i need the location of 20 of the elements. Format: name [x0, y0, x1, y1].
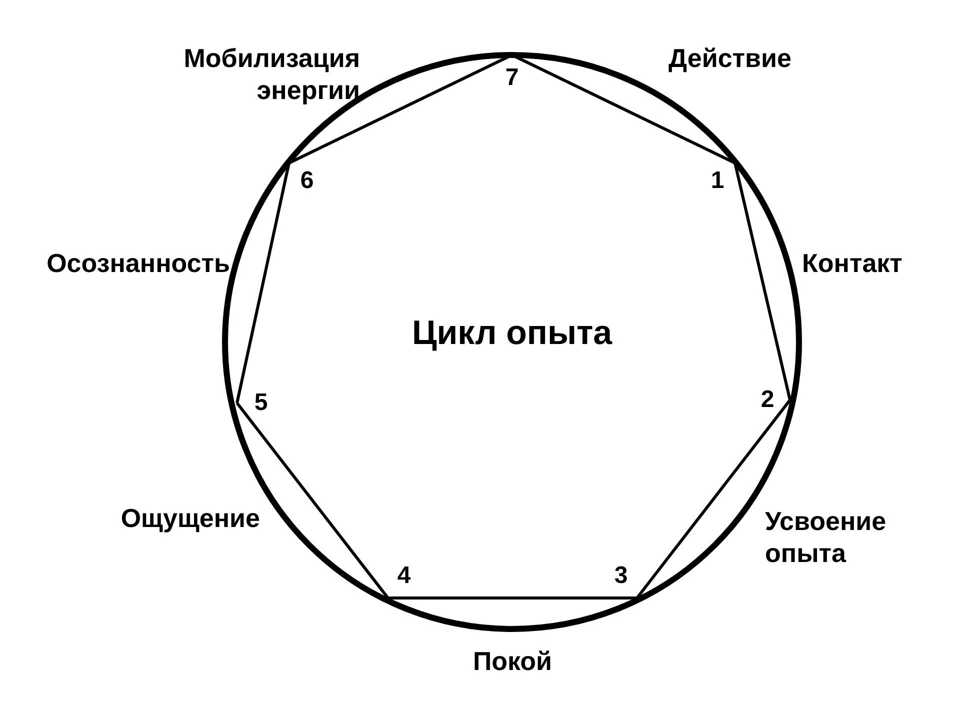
vertex-number: 2	[745, 380, 790, 420]
stage-label: Осознанность	[46, 247, 230, 279]
vertex-number: 5	[237, 383, 285, 423]
polygon-side	[734, 162, 792, 400]
vertex-number: 3	[605, 553, 637, 598]
stage-label: Мобилизация энергии	[182, 42, 360, 106]
stage-label: Действие	[668, 42, 792, 74]
vertex-number: 1	[700, 163, 735, 198]
stage-label: Ощущение	[120, 502, 260, 534]
vertex-number: 6	[289, 163, 325, 198]
polygon-side	[236, 162, 290, 404]
vertex-number: 4	[388, 553, 420, 598]
stage-label: Усвоение опыта	[765, 505, 888, 569]
cycle-title: Цикл опыта	[410, 314, 614, 353]
polygon-side	[236, 402, 390, 599]
stage-label: Покой	[472, 645, 554, 677]
polygon-side	[388, 596, 637, 600]
stage-label: Контакт	[802, 247, 904, 279]
polygon-side	[636, 399, 792, 599]
vertex-number: 7	[498, 58, 526, 98]
